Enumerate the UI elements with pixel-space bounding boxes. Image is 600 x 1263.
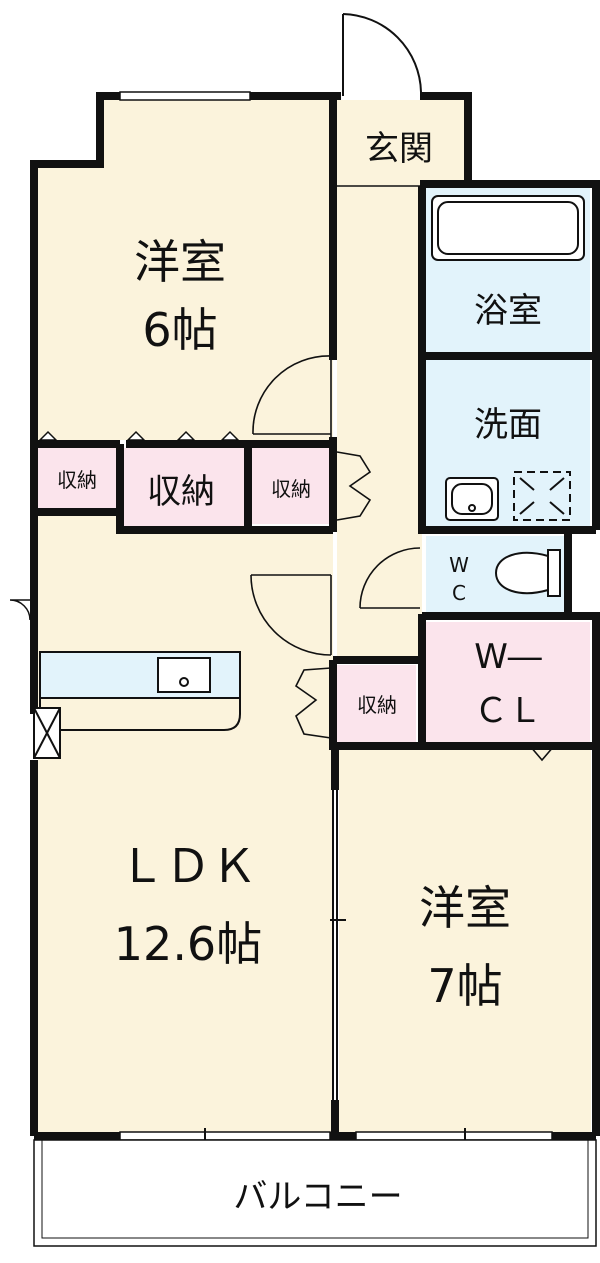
storage-markers [38, 430, 240, 441]
label-wc-c: C [452, 581, 466, 605]
wash-basin [445, 477, 499, 521]
label-storage-right: 収納 [271, 477, 311, 501]
label-wcl-2: ＣＬ [474, 691, 542, 731]
balcony [33, 1139, 597, 1247]
room-entrance [337, 100, 464, 182]
label-washroom: 洗面 [474, 405, 542, 445]
label-storage-hall: 収納 [357, 693, 397, 717]
label-western6-size: 6帖 [142, 303, 217, 357]
label-balcony: バルコニー [233, 1177, 402, 1217]
entrance-door [341, 13, 422, 100]
label-ldk-size: 12.6帖 [114, 917, 262, 971]
storage-right [251, 448, 331, 524]
label-wcl-1: W― [474, 637, 542, 677]
kitchen-counter [39, 651, 241, 731]
pipe-shaft [33, 707, 61, 759]
room-western-7 [339, 750, 591, 1132]
door-swings [250, 355, 555, 762]
label-western7-size: 7帖 [427, 959, 502, 1013]
storage-left [38, 448, 116, 510]
room-wcl [426, 622, 590, 742]
room-western-6 [38, 100, 333, 440]
label-storage-left: 収納 [57, 468, 97, 492]
storage-mid [123, 448, 244, 528]
label-wc-w: W [449, 553, 469, 577]
label-ldk-name: ＬＤＫ [119, 839, 257, 893]
label-western6-name: 洋室 [134, 235, 226, 289]
washer-mark [513, 471, 571, 521]
bathtub [431, 195, 585, 261]
label-storage-mid: 収納 [147, 472, 215, 512]
room-ldk [38, 512, 333, 1132]
hallway [337, 182, 422, 662]
storage-hall [337, 665, 416, 743]
label-entrance: 玄関 [365, 129, 433, 169]
toilet [494, 549, 561, 597]
label-bath: 浴室 [474, 291, 542, 331]
label-western7-name: 洋室 [419, 881, 511, 935]
